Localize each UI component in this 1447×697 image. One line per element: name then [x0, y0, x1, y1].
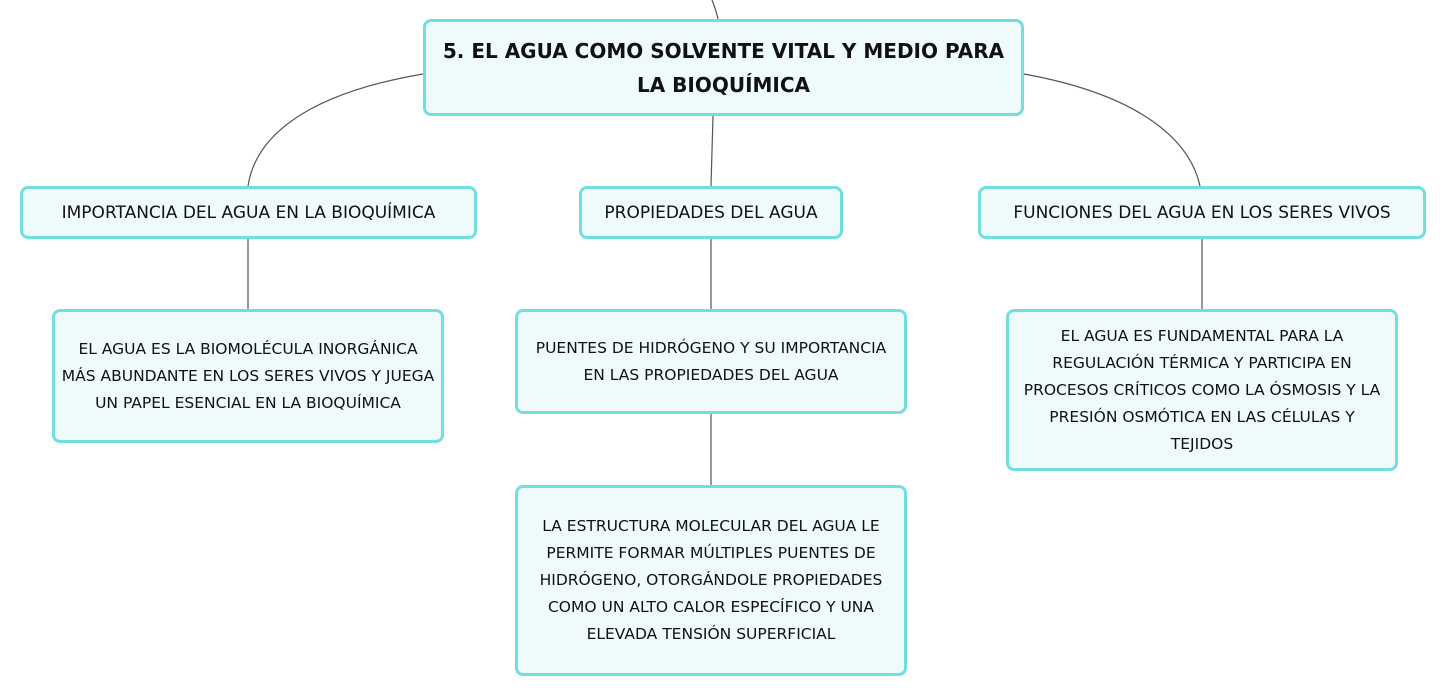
connector-parent-root: [711, 0, 719, 20]
root-topic[interactable]: 5. EL AGUA COMO SOLVENTE VITAL Y MEDIO P…: [423, 19, 1024, 116]
connector-root-importancia: [247, 73, 424, 187]
topic-propiedades-text: PROPIEDADES DEL AGUA: [604, 202, 818, 223]
connector-root-propiedades: [710, 115, 714, 187]
topic-funciones-text: FUNCIONES DEL AGUA EN LOS SERES VIVOS: [1013, 202, 1391, 223]
subtopic-estructura-text: LA ESTRUCTURA MOLECULAR DEL AGUA LE PERM…: [539, 517, 883, 643]
connector-root-funciones: [1023, 73, 1201, 187]
topic-propiedades[interactable]: PROPIEDADES DEL AGUA: [579, 186, 843, 239]
subtopic-estructura[interactable]: LA ESTRUCTURA MOLECULAR DEL AGUA LE PERM…: [515, 485, 907, 676]
topic-funciones[interactable]: FUNCIONES DEL AGUA EN LOS SERES VIVOS: [978, 186, 1426, 239]
topic-importancia[interactable]: IMPORTANCIA DEL AGUA EN LA BIOQUÍMICA: [20, 186, 477, 239]
root-topic-text: 5. EL AGUA COMO SOLVENTE VITAL Y MEDIO P…: [442, 38, 1005, 97]
subtopic-puentes[interactable]: PUENTES DE HIDRÓGENO Y SU IMPORTANCIA EN…: [515, 309, 907, 414]
topic-importancia-text: IMPORTANCIA DEL AGUA EN LA BIOQUÍMICA: [61, 202, 436, 223]
subtopic-biomolecula-text: EL AGUA ES LA BIOMOLÉCULA INORGÁNICA MÁS…: [61, 339, 435, 412]
subtopic-puentes-text: PUENTES DE HIDRÓGENO Y SU IMPORTANCIA EN…: [535, 338, 887, 384]
subtopic-regulacion[interactable]: EL AGUA ES FUNDAMENTAL PARA LA REGULACIÓ…: [1006, 309, 1398, 471]
subtopic-regulacion-text: EL AGUA ES FUNDAMENTAL PARA LA REGULACIÓ…: [1023, 326, 1381, 453]
subtopic-biomolecula[interactable]: EL AGUA ES LA BIOMOLÉCULA INORGÁNICA MÁS…: [52, 309, 444, 443]
